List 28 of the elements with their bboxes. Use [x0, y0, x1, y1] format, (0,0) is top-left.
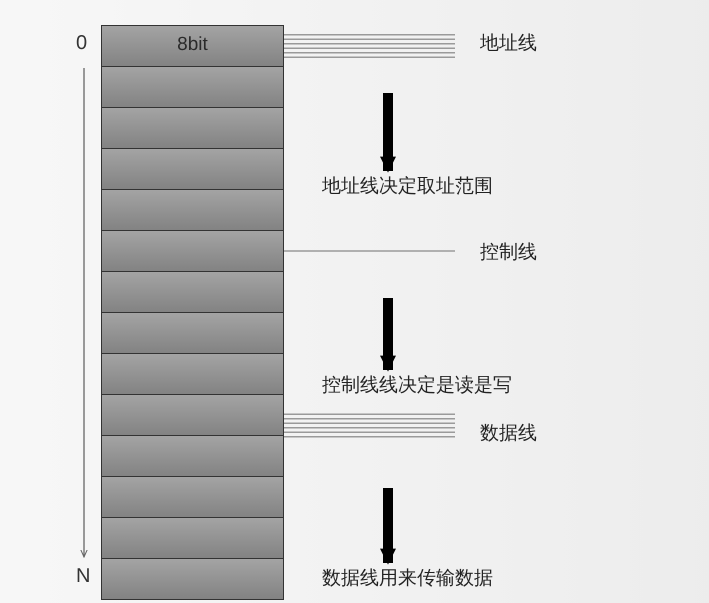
memory-cell: [101, 312, 284, 354]
memory-cell: [101, 107, 284, 149]
arrow: [380, 488, 396, 565]
memory-cell: 8bit: [101, 25, 284, 67]
text-label: 数据线: [370, 418, 560, 448]
bus-lines: [283, 413, 456, 438]
memory-cell: [101, 189, 284, 231]
memory-cell: [101, 435, 284, 477]
memory-cell: [101, 558, 284, 600]
memory-cell: [101, 394, 284, 436]
text-label: 控制线线决定是读是写: [322, 370, 592, 400]
memory-cell: [101, 148, 284, 190]
arrow: [380, 298, 396, 372]
text-label: 数据线用来传输数据: [322, 563, 572, 593]
index-label: N: [76, 565, 90, 588]
memory-cell: [101, 353, 284, 395]
text-label: 控制线: [370, 237, 560, 267]
memory-cell: [101, 230, 284, 272]
index-label: 0: [76, 32, 88, 55]
memory-cell: [101, 271, 284, 313]
text-label: 地址线决定取址范围: [322, 171, 572, 201]
memory-cell: [101, 66, 284, 108]
bus-lines: [284, 250, 455, 252]
memory-cell: [101, 476, 284, 518]
text-label: 地址线: [370, 28, 560, 58]
bus-lines: [283, 34, 456, 58]
arrow: [380, 93, 396, 173]
memory-cell: [101, 517, 284, 559]
